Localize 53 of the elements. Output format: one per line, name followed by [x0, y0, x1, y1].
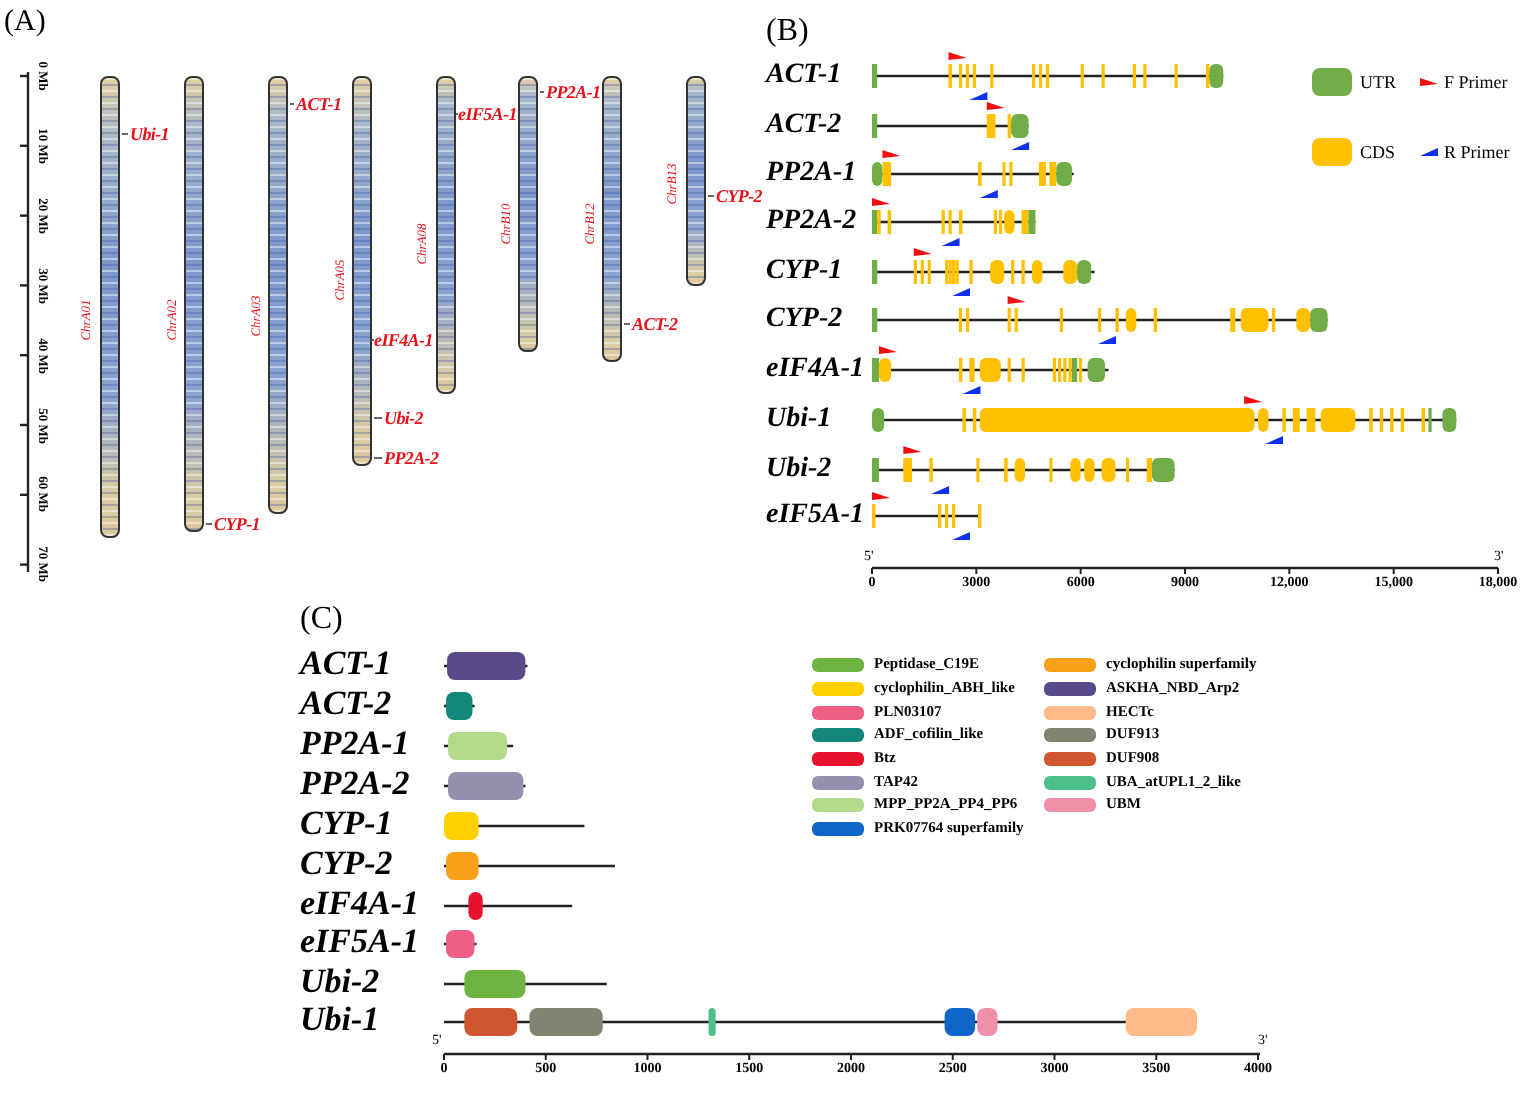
legend-label: F Primer: [1444, 70, 1508, 94]
leader-line: [373, 417, 383, 419]
gene-name: CYP-2: [766, 302, 843, 336]
gene-label: CYP-2: [716, 184, 762, 208]
panel-label: (C): [300, 602, 343, 638]
gene-name: Ubi-1: [300, 1000, 380, 1040]
gene-label: CYP-1: [214, 512, 260, 536]
gene-name: PP2A-1: [766, 156, 857, 190]
gene-name: PP2A-2: [766, 204, 857, 238]
chromosome-bar: [268, 76, 288, 514]
gene-name: ACT-2: [766, 108, 842, 142]
gene-label: ACT-2: [632, 312, 678, 336]
legend-label: UTR: [1360, 70, 1396, 94]
gene-name: CYP-1: [300, 804, 393, 844]
gene-name: eIF5A-1: [766, 498, 864, 532]
chromosome-bar: [100, 76, 120, 538]
leader-line: [121, 133, 129, 135]
gene-name: Ubi-2: [766, 452, 832, 486]
legend-label: R Primer: [1444, 140, 1510, 164]
gene-label: PP2A-2: [384, 446, 439, 470]
leader-line: [373, 457, 383, 459]
gene-name: ACT-1: [300, 644, 392, 684]
gene-label: eIF5A-1: [458, 102, 517, 126]
gene-name: CYP-2: [300, 844, 393, 884]
gene-name: eIF4A-1: [766, 352, 864, 386]
gene-name: CYP-1: [766, 254, 843, 288]
chromosome-bar: [352, 76, 372, 466]
leader-line: [623, 323, 631, 325]
chromosome-bar: [686, 76, 706, 286]
chromosome-bar: [602, 76, 622, 362]
gene-label: Ubi-1: [130, 122, 169, 146]
gene-name: ACT-1: [766, 58, 842, 92]
legend-label: CDS: [1360, 140, 1396, 164]
chromosome-bar: [436, 76, 456, 394]
leader-line: [289, 103, 295, 105]
leader-line: [205, 523, 213, 525]
chromosome-bar: [184, 76, 204, 532]
leader-line: [707, 195, 715, 197]
gene-label: eIF4A-1: [374, 328, 433, 352]
gene-name: eIF4A-1: [300, 884, 419, 924]
panel-label: (B): [766, 14, 809, 50]
gene-label: Ubi-2: [384, 406, 423, 430]
panel-label: (A): [4, 6, 46, 40]
gene-label: PP2A-1: [546, 80, 601, 104]
gene-name: ACT-2: [300, 684, 392, 724]
gene-name: PP2A-2: [300, 764, 410, 804]
gene-name: PP2A-1: [300, 724, 410, 764]
gene-name: eIF5A-1: [300, 922, 419, 962]
leader-line: [539, 91, 545, 93]
chromosome-bar: [518, 76, 538, 352]
gene-name: Ubi-1: [766, 402, 832, 436]
gene-label: ACT-1: [296, 92, 342, 116]
gene-name: Ubi-2: [300, 962, 380, 1002]
